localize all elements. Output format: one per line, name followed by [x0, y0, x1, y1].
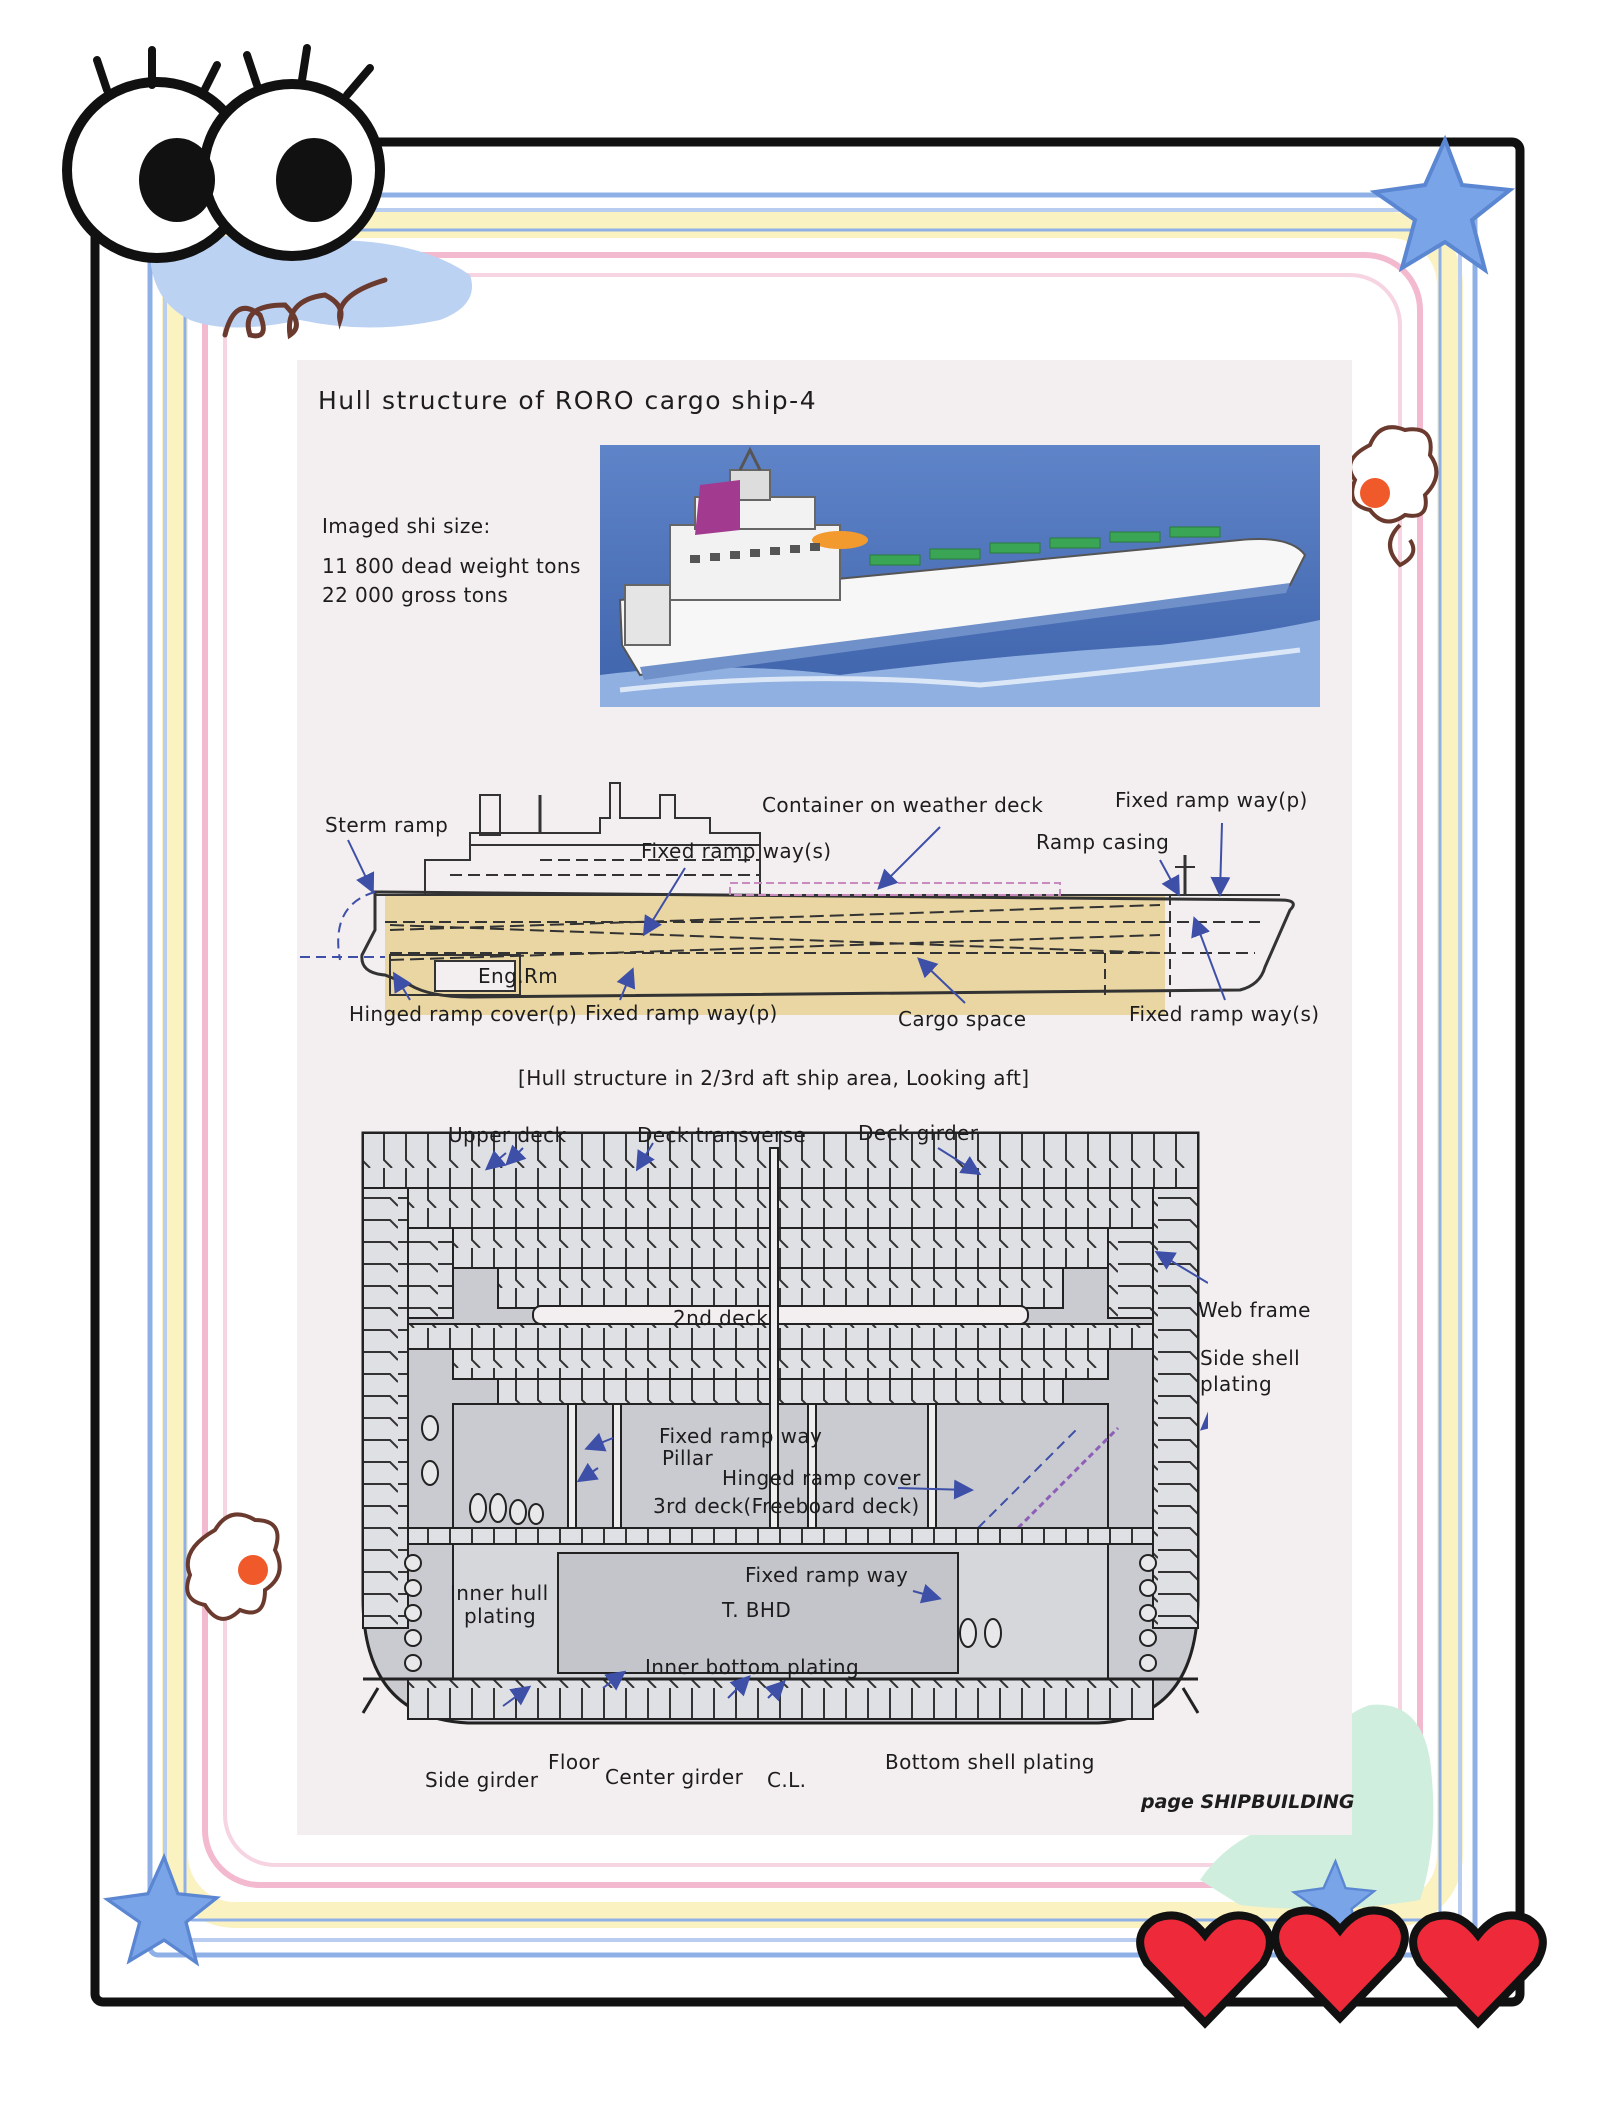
label-eng-rm: Eng.Rm	[478, 964, 559, 988]
label-center-girder: Center girder	[605, 1765, 744, 1789]
label-fixed-ramp-way: Fixed ramp way	[659, 1424, 823, 1448]
ship-illustration	[600, 445, 1320, 707]
label-pillar: Pillar	[662, 1446, 714, 1470]
ship-profile-diagram	[300, 782, 1295, 1015]
star-icon	[1369, 134, 1516, 275]
label-inner-bottom-plating: Inner bottom plating	[645, 1655, 860, 1679]
label-side-shell-2: plating	[1200, 1372, 1273, 1396]
eyes-icon	[62, 44, 385, 263]
label-cargo-space: Cargo space	[898, 1007, 1027, 1031]
page-mark: page SHIPBUILDING	[1141, 1791, 1355, 1813]
label-fixed-ramp-way-p-bottom: Fixed ramp way(p)	[585, 1001, 778, 1025]
label-cl: C.L.	[767, 1768, 807, 1792]
label-side-shell-1: Side shell	[1200, 1346, 1301, 1370]
section-caption: [Hull structure in 2/3rd aft ship area, …	[518, 1066, 1030, 1090]
label-third-deck: 3rd deck(Freeboard deck)	[653, 1494, 920, 1518]
label-second-deck: 2nd deck	[673, 1306, 769, 1330]
label-container-on-weather-deck: Container on weather deck	[762, 793, 1044, 817]
page-title: Hull structure of RORO cargo ship-4	[318, 386, 818, 415]
label-fixed-ramp-way-p-top: Fixed ramp way(p)	[1115, 788, 1308, 812]
ship-size-dwt: 11 800 dead weight tons	[322, 554, 581, 578]
label-t-bhd: T. BHD	[722, 1598, 792, 1622]
label-fixed-ramp-way-s-top: Fixed ramp way(s)	[641, 839, 832, 863]
ship-size-heading: Imaged shi size:	[322, 514, 491, 538]
label-fixed-ramp-way-lower: Fixed ramp way	[745, 1563, 909, 1587]
label-floor: Floor	[548, 1750, 600, 1774]
label-upper-deck: Upper deck	[448, 1123, 567, 1147]
label-deck-transverse: Deck transverse	[637, 1123, 807, 1147]
doodle-swirl-icon	[222, 277, 388, 340]
label-hinged-ramp-cover-p: Hinged ramp cover(p)	[349, 1002, 578, 1026]
star-icon	[102, 1852, 222, 1967]
label-hinged-ramp-cover: Hinged ramp cover	[722, 1466, 921, 1490]
label-inner-hull-1: Inner hull	[450, 1581, 549, 1605]
heart-icon	[1271, 1906, 1409, 2024]
cross-section-diagram	[361, 1131, 1208, 1725]
heart-icon	[1136, 1911, 1274, 2029]
ship-size-gt: 22 000 gross tons	[322, 583, 509, 607]
flower-icon	[185, 1512, 282, 1621]
label-ramp-casing: Ramp casing	[1036, 830, 1170, 854]
label-fixed-ramp-way-s-bottom: Fixed ramp way(s)	[1129, 1002, 1320, 1026]
label-inner-hull-2: plating	[464, 1604, 537, 1628]
label-web-frame: Web frame	[1198, 1298, 1311, 1322]
heart-icon	[1409, 1911, 1547, 2029]
label-sterm-ramp: Sterm ramp	[325, 813, 449, 837]
label-deck-girder: Deck girder	[858, 1121, 979, 1145]
label-side-girder: Side girder	[425, 1768, 539, 1792]
flower-icon	[1348, 425, 1439, 568]
label-bottom-shell-plating: Bottom shell plating	[885, 1750, 1095, 1774]
